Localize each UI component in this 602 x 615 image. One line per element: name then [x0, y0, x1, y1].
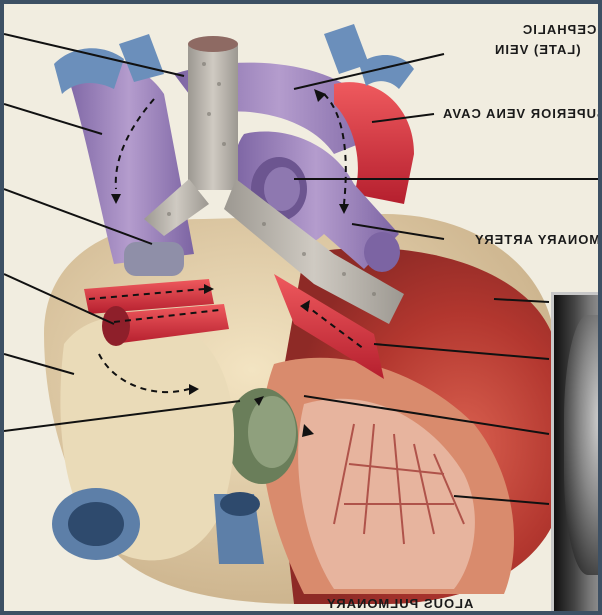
superior-vena-cava: [64, 58, 194, 264]
label-bottom: ALOUS PULMONARY: [326, 596, 473, 611]
label-brachiocephalic-2: (LATE) VEIN: [494, 42, 581, 57]
heart-anatomy-illustration: [4, 4, 598, 611]
xray-heart-shadow: [564, 315, 598, 575]
label-pulmonary-artery: PULMONARY ARTERY: [474, 232, 598, 247]
heart-illustration-plate: BRACHIOCEPHALIC (LATE) VEIN SUPERIOR VEN…: [4, 4, 598, 611]
xray-inset: [551, 292, 598, 611]
label-superior-vena-cava: SUPERIOR VENA CAVA: [442, 106, 598, 121]
label-brachiocephalic-1: BRACHIOCEPHALIC: [494, 22, 598, 37]
